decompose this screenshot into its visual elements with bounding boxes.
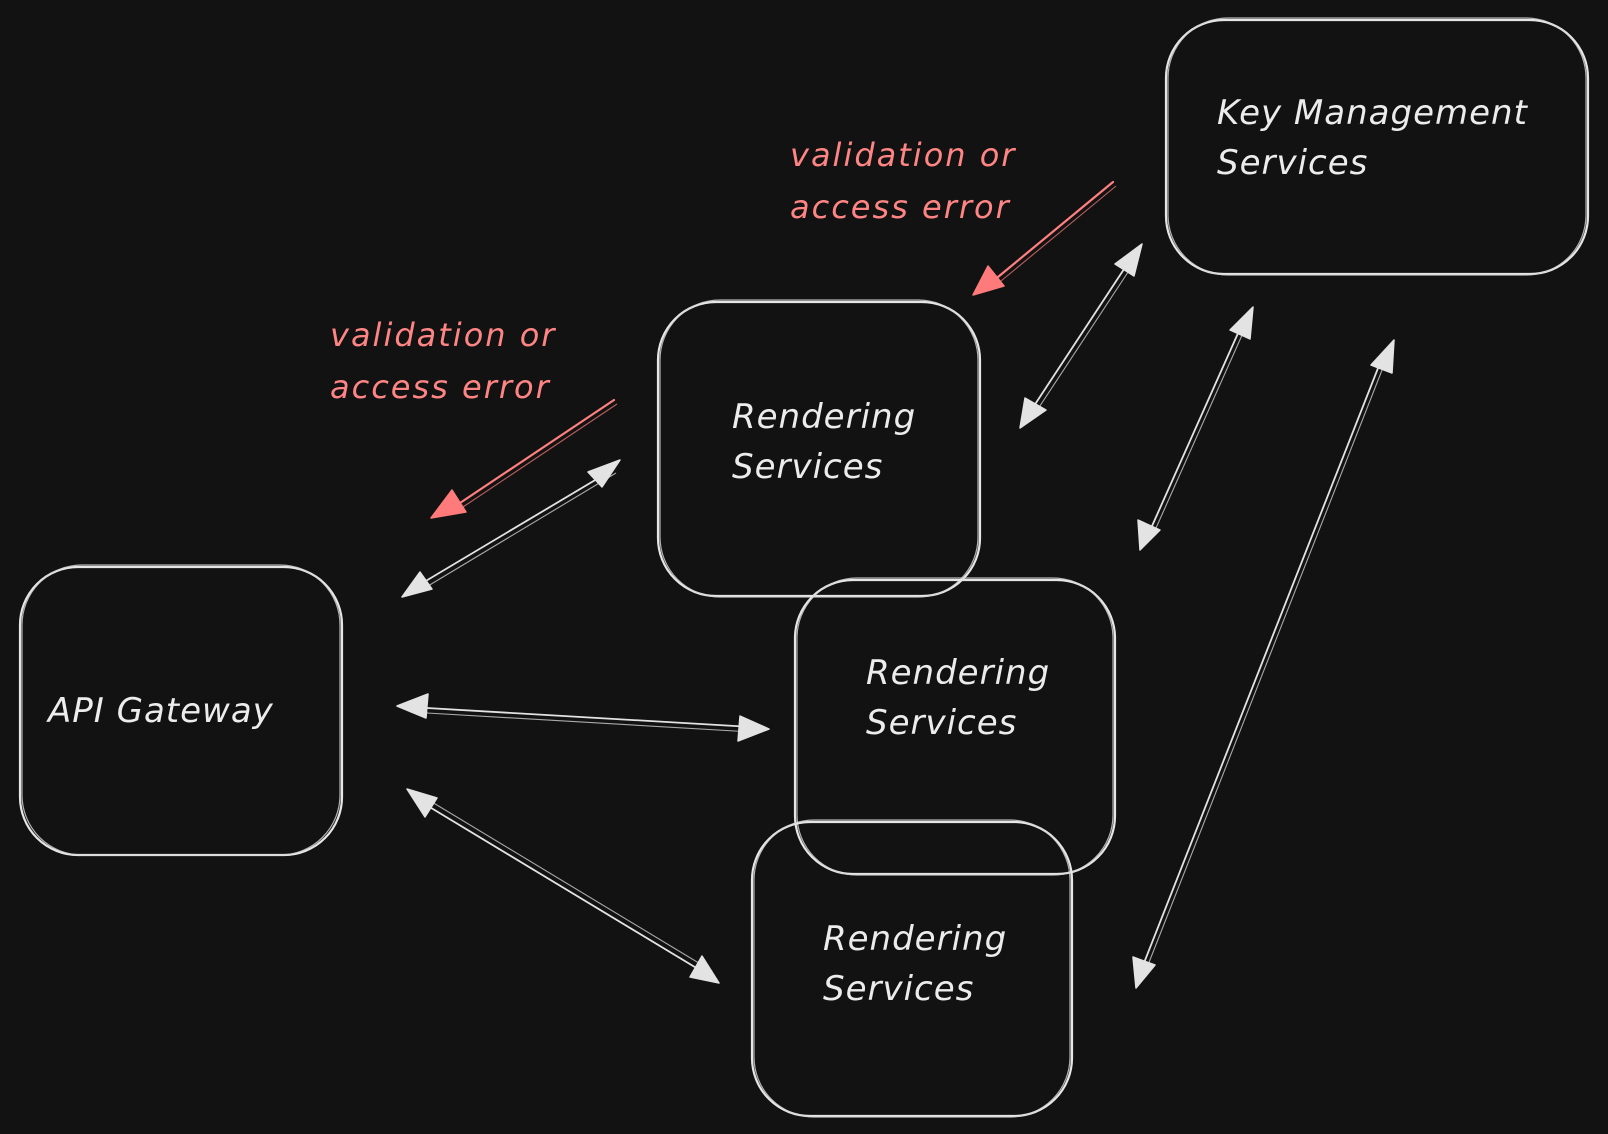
- error-annotation-1-line1: validation or: [330, 316, 557, 354]
- key-management-services-box[interactable]: [1164, 17, 1590, 276]
- rendering-services-1-line1: Rendering: [732, 397, 917, 437]
- rendering-services-3-line1: Rendering: [823, 919, 1008, 959]
- rendering-services-box-3[interactable]: [750, 819, 1074, 1118]
- rendering-services-2-line2: Services: [866, 703, 1018, 743]
- rendering-services-2-line1: Rendering: [866, 653, 1051, 693]
- rendering-services-1-line2: Services: [732, 447, 884, 487]
- rendering-services-box-1[interactable]: [656, 299, 982, 598]
- arrow-rendering-1-keymgmt: [1019, 243, 1143, 429]
- arrow-rendering-2-keymgmt: [1137, 306, 1254, 551]
- rendering-services-box-2[interactable]: [793, 577, 1117, 876]
- arrow-gateway-rendering-2: [396, 693, 770, 742]
- key-management-line2: Services: [1217, 143, 1369, 183]
- arrow-gateway-rendering-3: [406, 788, 720, 984]
- arrow-rendering-3-keymgmt: [1132, 339, 1395, 989]
- arrow-gateway-rendering-1: [401, 459, 621, 598]
- error-arrow-2: [972, 180, 1117, 296]
- api-gateway-box[interactable]: [18, 564, 344, 857]
- api-gateway-label: API Gateway: [48, 691, 274, 731]
- error-annotation-1-line2: access error: [330, 368, 551, 406]
- error-annotation-2-line1: validation or: [790, 136, 1017, 174]
- rendering-services-3-line2: Services: [823, 969, 975, 1009]
- key-management-line1: Key Management: [1217, 93, 1528, 133]
- error-annotation-2-line2: access error: [790, 188, 1011, 226]
- error-arrow-1: [430, 398, 618, 519]
